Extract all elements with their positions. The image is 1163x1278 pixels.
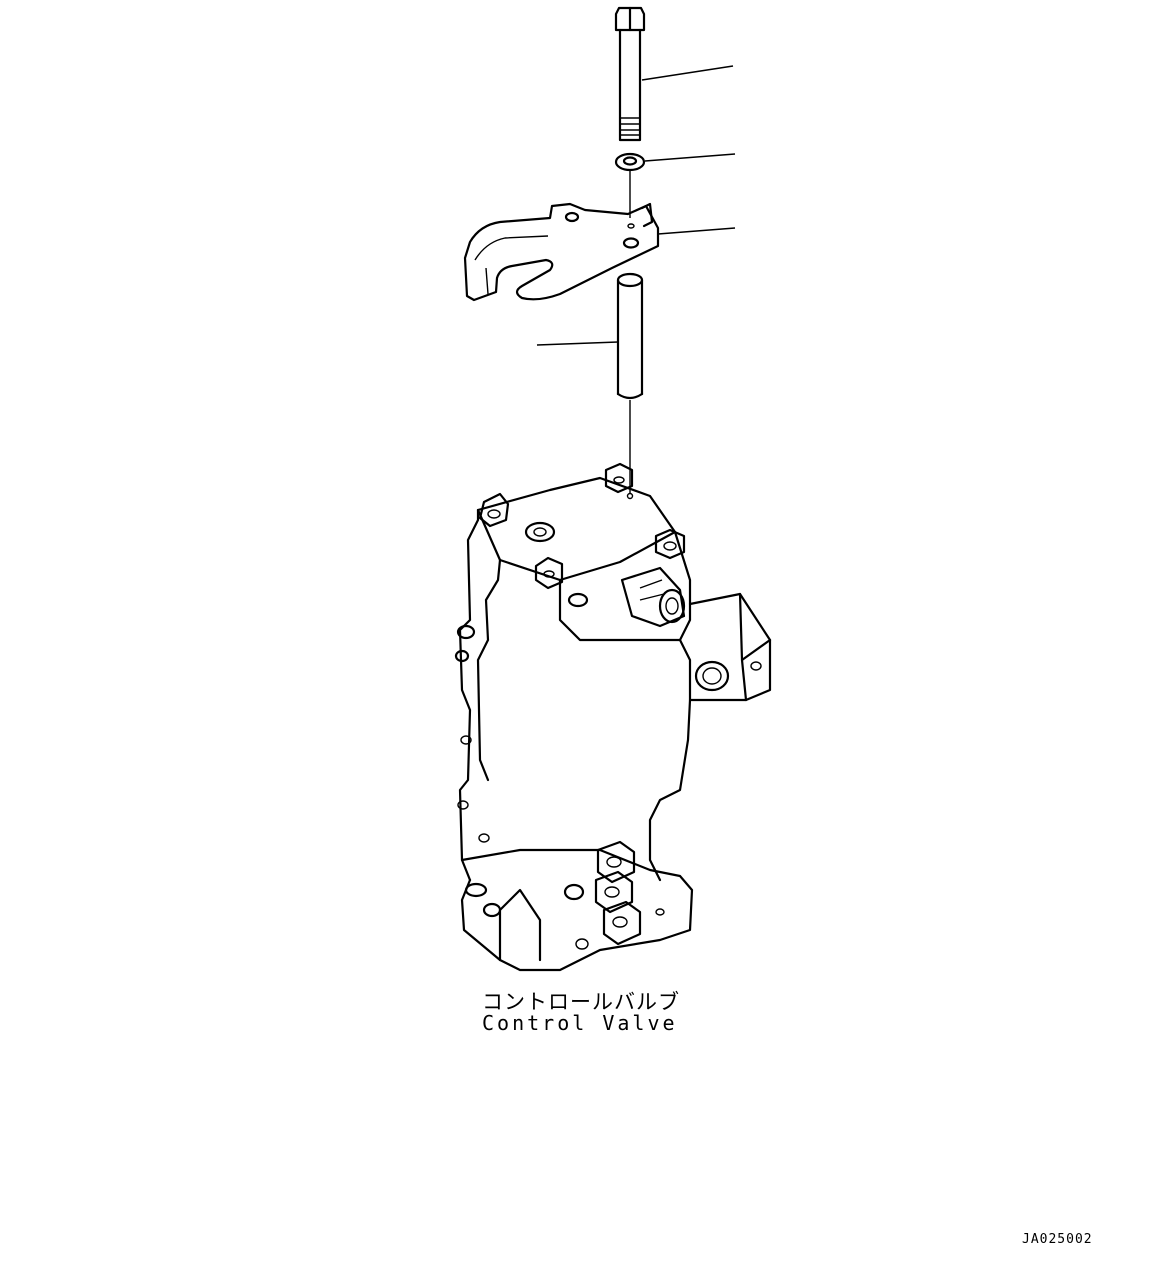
- spacer-icon: [616, 272, 644, 400]
- bolt-leader-line: [641, 65, 734, 81]
- washer-icon: [614, 152, 646, 172]
- bolt-icon: [614, 6, 646, 142]
- bracket-icon: [463, 202, 660, 302]
- spacer-leader-line: [536, 341, 619, 346]
- washer-leader-line: [644, 153, 736, 162]
- component-label-english: Control Valve: [482, 1011, 678, 1035]
- bracket-leader-line: [657, 227, 736, 235]
- control-valve-icon: [454, 462, 772, 972]
- drawing-number: JA025002: [1022, 1232, 1093, 1247]
- component-label-japanese: コントロールバルブ: [482, 990, 680, 1014]
